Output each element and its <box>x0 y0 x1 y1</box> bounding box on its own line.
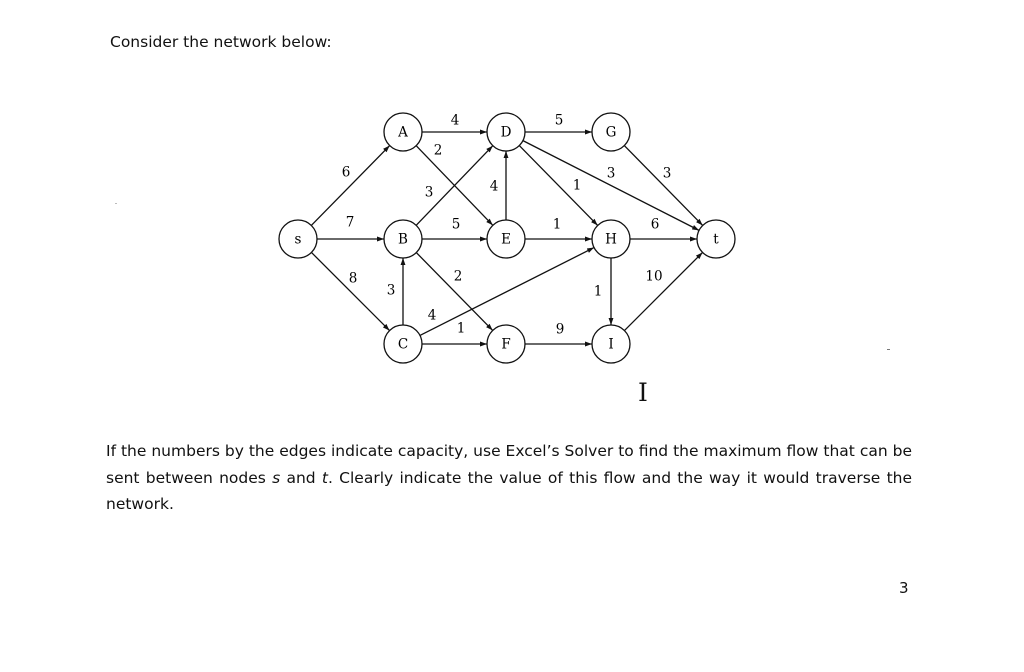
page-number: 3 <box>899 579 909 597</box>
edge-capacity-B-E: 5 <box>452 217 461 233</box>
edge-capacity-C-H: 4 <box>428 308 437 324</box>
edge-capacity-s-A: 6 <box>342 165 351 181</box>
edge-capacity-B-F: 2 <box>454 269 463 285</box>
edge-capacity-s-C: 8 <box>349 271 358 287</box>
edge-capacity-D-G: 5 <box>555 113 564 129</box>
node-label-F: F <box>501 337 510 353</box>
node-F: F <box>486 324 526 364</box>
node-t: t <box>696 219 736 259</box>
edge-capacity-H-I: 1 <box>594 284 603 300</box>
edge-capacity-B-D: 3 <box>425 185 434 201</box>
edge-capacity-E-H: 1 <box>553 217 562 233</box>
stray-mark <box>115 203 117 204</box>
node-circle <box>278 219 318 259</box>
edge-s-A <box>310 145 391 226</box>
node-label-B: B <box>398 232 408 248</box>
edge-capacity-s-B: 7 <box>346 215 355 231</box>
edge-capacity-A-D: 4 <box>451 113 460 129</box>
edge-s-C <box>310 251 391 332</box>
node-label-D: D <box>501 125 512 141</box>
edge-G-t <box>623 145 704 226</box>
node-circle <box>591 219 631 259</box>
node-label-H: H <box>605 232 617 248</box>
node-D: D <box>486 112 526 152</box>
node-circle <box>383 324 423 364</box>
edge-capacity-D-H: 1 <box>573 178 582 194</box>
node-G: G <box>591 112 631 152</box>
edge-D-H <box>518 145 599 226</box>
node-I: I <box>591 324 631 364</box>
node-A: A <box>383 112 423 152</box>
node-label-s: s <box>295 232 302 248</box>
stray-mark <box>887 349 890 350</box>
edge-capacity-E-D: 4 <box>490 179 499 195</box>
node-circle <box>591 112 631 152</box>
node-circle <box>696 219 736 259</box>
intro-text: Consider the network below: <box>110 33 332 51</box>
node-label-A: A <box>397 125 408 141</box>
node-circle <box>486 219 526 259</box>
node-H: H <box>591 219 631 259</box>
node-B: B <box>383 219 423 259</box>
question-paragraph: If the numbers by the edges indicate cap… <box>106 442 913 513</box>
edge-capacity-C-B: 3 <box>387 283 396 299</box>
edge-capacity-A-E: 2 <box>434 143 443 159</box>
edge-capacity-I-t: 10 <box>645 269 662 285</box>
node-circle <box>486 324 526 364</box>
node-label-E: E <box>501 232 511 248</box>
node-circle <box>383 112 423 152</box>
edge-capacity-D-t: 3 <box>607 166 616 182</box>
node-circle <box>591 324 631 364</box>
edge-capacity-F-I: 9 <box>556 322 565 338</box>
node-label-C: C <box>398 337 408 353</box>
edge-B-F <box>415 252 494 331</box>
node-E: E <box>486 219 526 259</box>
node-C: C <box>383 324 423 364</box>
node-label-I: I <box>608 337 613 353</box>
edge-I-t <box>623 251 704 332</box>
edge-C-H <box>419 246 595 337</box>
node-circle <box>383 219 423 259</box>
node-s: s <box>278 219 318 259</box>
edge-capacity-G-t: 3 <box>663 166 672 182</box>
node-circle <box>486 112 526 152</box>
edge-capacity-C-F: 1 <box>457 321 466 337</box>
node-label-G: G <box>606 125 617 141</box>
text-cursor-icon: I <box>638 378 648 407</box>
edge-capacity-H-t: 6 <box>651 217 660 233</box>
node-label-t: t <box>713 232 719 248</box>
edge-B-D <box>415 145 494 226</box>
edge-D-t <box>522 140 700 231</box>
